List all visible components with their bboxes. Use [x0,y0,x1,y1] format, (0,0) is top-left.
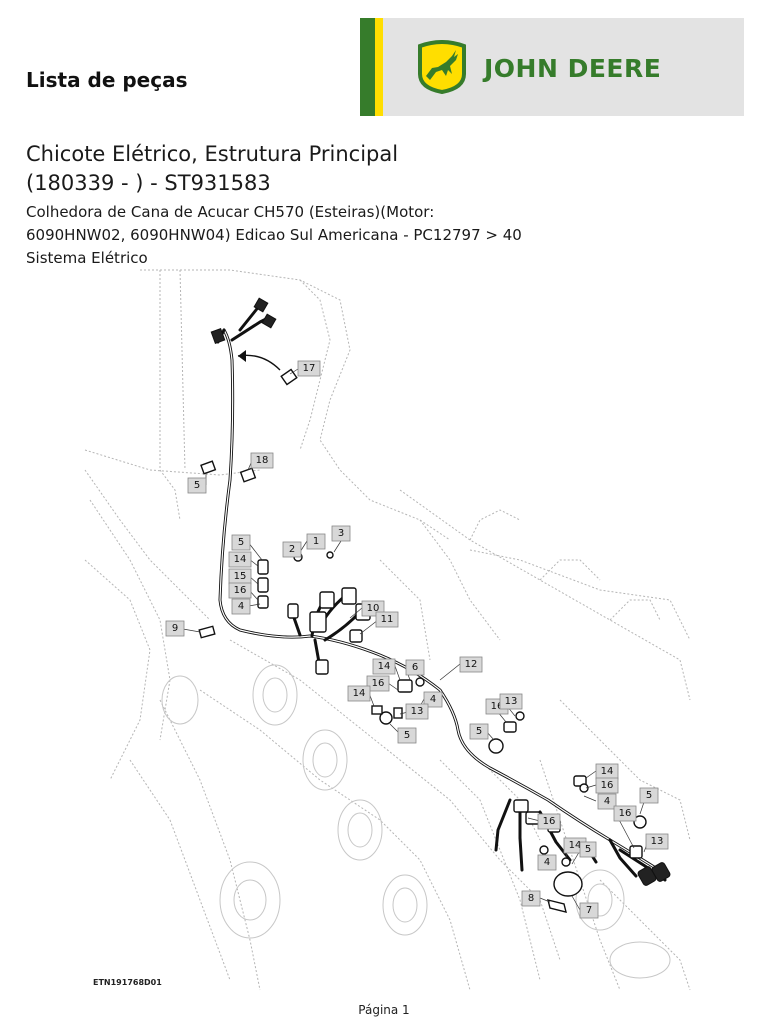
callout-16: 16 [613,805,637,822]
callout-18: 18 [250,452,274,469]
callout-4: 4 [537,854,557,871]
svg-text:14: 14 [353,688,366,699]
svg-text:1: 1 [313,536,319,547]
callout-16: 16 [595,777,619,794]
title-line-2: (180339 - ) - ST931583 [26,171,271,195]
harness-connectors [198,297,671,913]
callout-17: 17 [297,360,321,377]
subtitle-line-1: Colhedora de Cana de Acucar CH570 (Estei… [26,203,435,221]
document-subtitle: Colhedora de Cana de Acucar CH570 (Estei… [26,201,522,270]
callout-2: 2 [282,541,302,558]
callout-3: 3 [331,525,351,542]
callout-13: 13 [645,833,669,850]
callout-6: 6 [405,659,425,676]
callout-11: 11 [375,611,399,628]
svg-text:5: 5 [476,726,482,737]
subtitle-line-3: Sistema Elétrico [26,249,148,267]
svg-text:6: 6 [412,662,418,673]
callout-labels: 17 18 5 3 1 2 5 14 15 16 4 9 10 11 12 14… [165,360,669,919]
svg-text:16: 16 [234,585,247,596]
svg-text:16: 16 [601,780,614,791]
svg-text:16: 16 [543,816,556,827]
parts-list-heading: Lista de peças [26,68,188,92]
svg-text:13: 13 [505,696,518,707]
callout-5: 5 [231,534,251,551]
svg-text:4: 4 [430,694,436,705]
svg-text:4: 4 [544,857,550,868]
main-harness-cable [216,300,667,882]
callout-4: 4 [423,691,443,708]
brand-stripe-green [360,18,375,116]
brand-name: JOHN DEERE [484,54,662,83]
callout-5: 5 [579,841,597,858]
svg-text:15: 15 [234,571,247,582]
svg-text:16: 16 [491,701,504,712]
callout-leader-lines [182,368,649,911]
svg-text:2: 2 [289,544,295,555]
callout-14: 14 [228,551,252,568]
svg-text:3: 3 [338,528,344,539]
brand-stripe-yellow [375,18,383,116]
callout-15: 15 [228,568,252,585]
callout-5: 5 [397,727,417,744]
callout-16: 16 [366,675,390,692]
callout-4: 4 [231,598,251,615]
callout-9: 9 [165,620,185,637]
svg-text:7: 7 [586,905,592,916]
deer-logo-icon [418,40,466,94]
svg-text:16: 16 [372,678,385,689]
callout-8: 8 [521,890,541,907]
svg-text:14: 14 [601,766,614,777]
callout-5: 5 [469,723,489,740]
svg-text:5: 5 [585,844,591,855]
brand-banner: JOHN DEERE [360,18,744,116]
callout-13: 13 [499,693,523,710]
svg-text:4: 4 [604,796,610,807]
svg-text:11: 11 [381,614,394,625]
svg-text:12: 12 [465,659,478,670]
subtitle-line-2: 6090HNW02, 6090HNW04) Edicao Sul America… [26,226,522,244]
svg-text:17: 17 [303,363,316,374]
svg-text:14: 14 [569,840,582,851]
svg-text:16: 16 [619,808,632,819]
figure-id: ETN191768D01 [93,978,162,987]
title-line-1: Chicote Elétrico, Estrutura Principal [26,142,399,166]
svg-text:10: 10 [367,603,380,614]
callout-7: 7 [579,902,599,919]
callout-13: 13 [405,703,429,720]
callout-12: 12 [459,656,483,673]
callout-1: 1 [306,533,326,550]
callout-14: 14 [372,658,396,675]
route-arrowhead [238,350,246,362]
callout-14: 14 [347,685,371,702]
callout-5: 5 [187,477,207,494]
engine-cylinder-outlines [161,664,671,979]
callout-16: 16 [537,813,561,830]
svg-text:13: 13 [651,836,664,847]
svg-text:14: 14 [378,661,391,672]
svg-text:5: 5 [194,480,200,491]
page-number: Página 1 [358,1003,410,1017]
svg-text:18: 18 [256,455,269,466]
svg-text:9: 9 [172,623,178,634]
svg-text:13: 13 [411,706,424,717]
svg-text:4: 4 [238,601,244,612]
callout-14: 14 [595,763,619,780]
callout-4: 4 [597,793,617,810]
svg-text:5: 5 [646,790,652,801]
svg-text:14: 14 [234,554,247,565]
document-title: Chicote Elétrico, Estrutura Principal (1… [26,140,398,198]
callout-16: 16 [228,582,252,599]
callout-5: 5 [639,787,659,804]
wiring-harness-diagram: 17 18 5 3 1 2 5 14 15 16 4 9 10 11 12 14… [84,269,691,991]
svg-text:8: 8 [528,893,534,904]
svg-text:5: 5 [404,730,410,741]
svg-text:5: 5 [238,537,244,548]
